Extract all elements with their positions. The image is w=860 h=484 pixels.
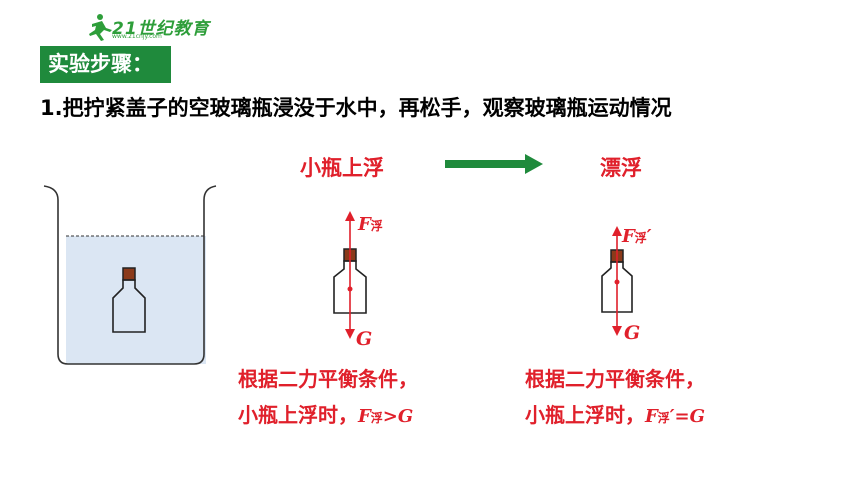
beaker <box>43 185 217 365</box>
buoyancy-arrow-floating <box>612 226 622 282</box>
buoyancy-arrow <box>345 211 355 289</box>
force-symbol: F <box>358 214 371 235</box>
center-of-mass <box>347 286 353 292</box>
force-symbol: F <box>358 406 371 427</box>
prime-mark: ′ <box>646 226 652 247</box>
conclusion-line2: 小瓶上浮时，F浮′=G <box>525 401 705 432</box>
rising-bottle-diagram <box>333 211 367 339</box>
conclusion-rising: 根据二力平衡条件， 小瓶上浮时，F浮>G <box>238 365 418 432</box>
gravity-arrow <box>345 289 355 339</box>
logo-text: 21世纪教育 <box>112 19 210 39</box>
submerged-bottle <box>112 267 146 333</box>
logo-subtext: www.21cnjy.com <box>112 33 162 40</box>
relation-symbol: > <box>382 406 398 427</box>
beaker-diagram <box>43 185 217 365</box>
conclusion-prefix: 小瓶上浮时， <box>238 403 358 427</box>
runner-icon <box>89 14 112 41</box>
center-of-mass-floating <box>614 279 620 285</box>
force-symbol: F <box>645 406 658 427</box>
conclusion-line1: 根据二力平衡条件， <box>238 367 418 391</box>
force-subscript: 浮 <box>370 411 383 425</box>
gravity-label-rising: G <box>356 328 373 350</box>
gravity-symbol: G <box>689 406 705 427</box>
conclusion-line1: 根据二力平衡条件， <box>525 367 705 391</box>
force-symbol: F <box>622 226 635 247</box>
conclusion-floating: 根据二力平衡条件， 小瓶上浮时，F浮′=G <box>525 365 705 432</box>
buoyancy-label-rising: F浮 <box>358 214 383 235</box>
force-subscript: 浮 <box>657 411 670 425</box>
force-subscript: 浮 <box>634 231 647 245</box>
gravity-symbol: G <box>397 406 414 427</box>
gravity-label-floating: G <box>624 322 641 344</box>
buoyancy-label-floating: F浮′ <box>622 226 652 247</box>
state-label-rising: 小瓶上浮 <box>300 156 384 180</box>
state-label-floating: 漂浮 <box>600 156 642 180</box>
conclusion-line2: 小瓶上浮时，F浮>G <box>238 401 418 432</box>
logo <box>89 14 112 41</box>
transition-arrow <box>445 154 543 174</box>
relation-symbol: ′= <box>669 406 690 427</box>
section-tag: 实验步骤： <box>40 46 171 83</box>
force-subscript: 浮 <box>370 219 383 233</box>
conclusion-prefix: 小瓶上浮时， <box>525 403 645 427</box>
step-instruction: 1.把拧紧盖子的空玻璃瓶浸没于水中，再松手，观察玻璃瓶运动情况 <box>40 96 672 120</box>
floating-bottle-diagram <box>601 226 633 336</box>
gravity-arrow-floating <box>612 282 622 336</box>
